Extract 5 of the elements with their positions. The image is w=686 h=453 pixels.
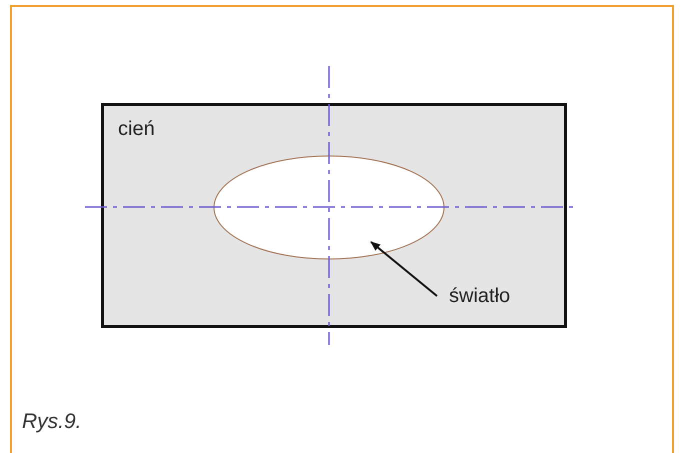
figure-caption: Rys.9. — [22, 410, 82, 434]
arrow — [370, 241, 438, 297]
region-label: cień — [118, 118, 155, 141]
region-label: światło — [449, 285, 510, 308]
shadow-rectangle — [101, 103, 567, 328]
